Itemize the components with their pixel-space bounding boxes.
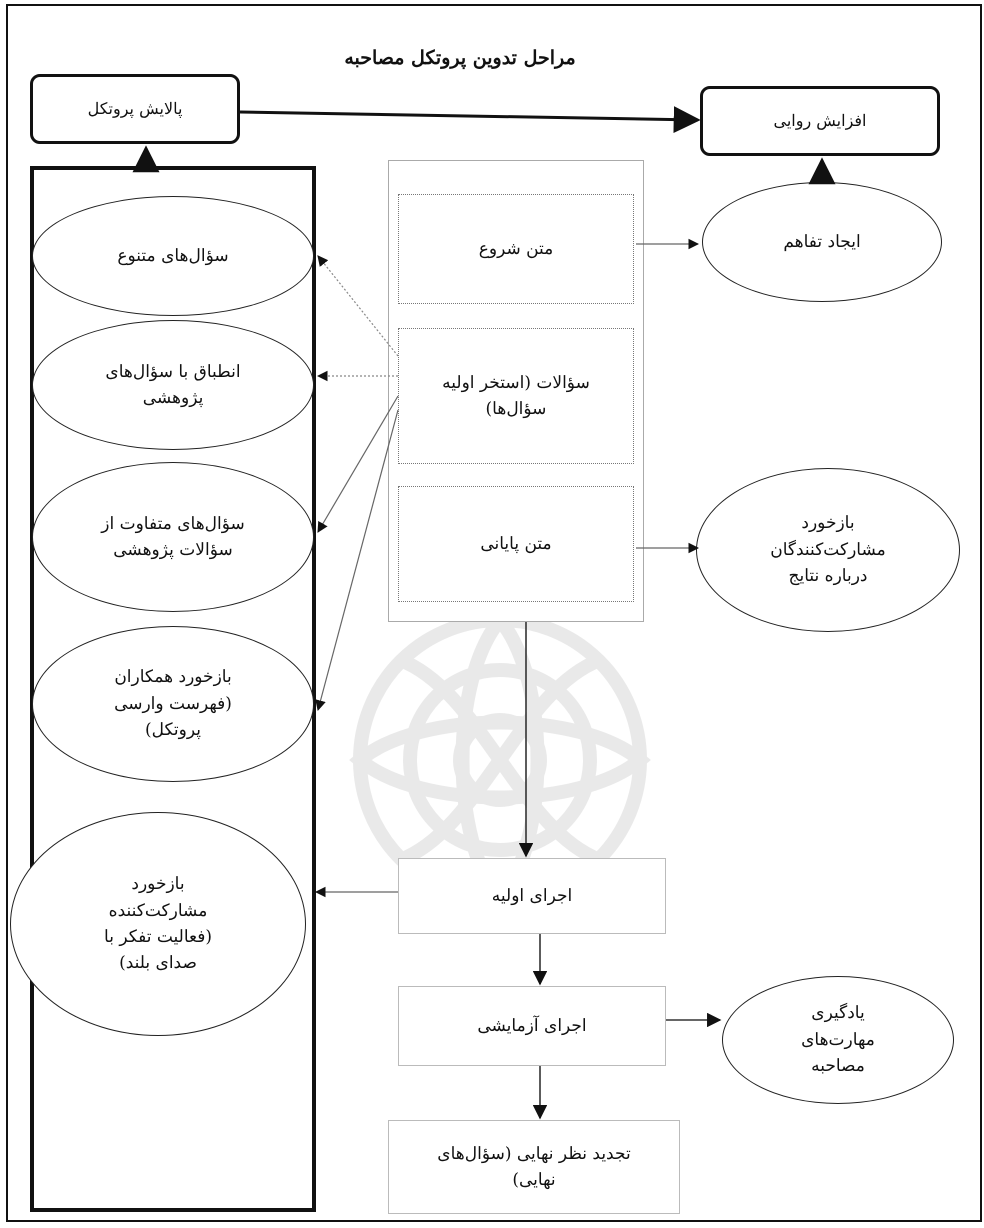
opening-text-label: متن شروع [478,238,554,259]
final-review-label: تجدید نظر نهایی (سؤال‌های نهایی) [437,1143,631,1190]
refine-protocol-box: پالایش پروتکل [30,74,240,144]
final-review-box: تجدید نظر نهایی (سؤال‌های نهایی) [388,1120,680,1214]
diverse-questions-ellipse: سؤال‌های متنوع [32,196,314,316]
questions-pool-label: سؤالات (استخر اولیه سؤال‌ها) [442,372,590,419]
opening-text-box: متن شروع [398,194,634,304]
questions-pool-box: سؤالات (استخر اولیه سؤال‌ها) [398,328,634,464]
arrow-to-diverse [317,255,399,357]
colleague-feedback-ellipse: بازخورد همکاران (فهرست وارسی پروتکل) [32,626,314,782]
initial-run-box: اجرای اولیه [398,858,666,934]
alignment-ellipse: انطباق با سؤال‌های پژوهشی [32,320,314,450]
colleague-feedback-label: بازخورد همکاران (فهرست وارسی پروتکل) [114,667,232,741]
refine-protocol-label: پالایش پروتکل [87,98,183,118]
increase-validity-box: افزایش روایی [700,86,940,156]
initial-run-label: اجرای اولیه [491,885,573,906]
arrow-refine-to-validity [239,106,701,134]
rapport-label: ایجاد تفاهم [783,231,861,252]
rapport-ellipse: ایجاد تفاهم [702,182,942,302]
closing-text-label: متن پایانی [480,533,552,554]
diverse-questions-label: سؤال‌های متنوع [117,245,229,266]
pilot-run-label: اجرای آزمایشی [477,1015,587,1036]
arrow-to-colleague [315,409,399,712]
center-stack-container [388,160,644,622]
different-questions-label: سؤال‌های متفاوت از سؤالات پژوهشی [101,513,245,560]
participants-feedback-label: بازخورد مشارکت‌کنندگان درباره نتایج [770,513,886,587]
learning-skills-ellipse: یادگیری مهارت‌های مصاحبه [722,976,954,1104]
participant-thinkaloud-label: بازخورد مشارکت‌کننده (فعالیت تفکر با صدا… [104,874,212,974]
arrow-to-different [317,395,399,533]
closing-text-box: متن پایانی [398,486,634,602]
left-column-frame [30,166,316,1212]
participants-feedback-ellipse: بازخورد مشارکت‌کنندگان درباره نتایج [696,468,960,632]
learning-skills-label: یادگیری مهارت‌های مصاحبه [801,1003,875,1077]
diagram-frame [6,4,982,1222]
increase-validity-label: افزایش روایی [773,110,867,130]
different-questions-ellipse: سؤال‌های متفاوت از سؤالات پژوهشی [32,462,314,612]
pilot-run-box: اجرای آزمایشی [398,986,666,1066]
alignment-label: انطباق با سؤال‌های پژوهشی [105,361,241,408]
diagram-title: مراحل تدوین پروتکل مصاحبه [344,47,576,69]
participant-thinkaloud-ellipse: بازخورد مشارکت‌کننده (فعالیت تفکر با صدا… [10,812,306,1036]
